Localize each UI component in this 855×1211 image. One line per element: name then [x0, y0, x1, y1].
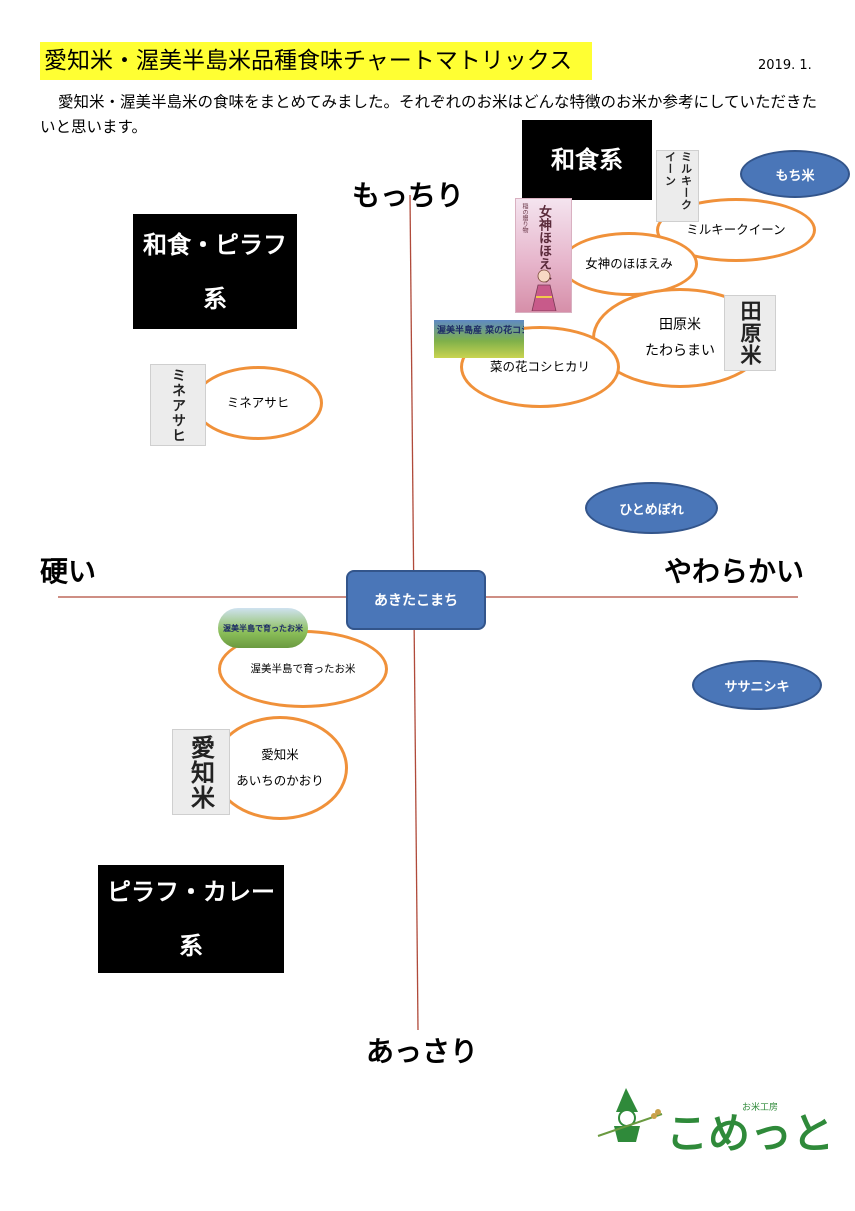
atsumi-banner-text: 渥美半島で育ったお米 [223, 623, 303, 633]
date-label: 2019. 1. [758, 58, 812, 73]
category-washoku-label: 和食系 [551, 146, 623, 174]
aichi-label-image: 愛知米 [172, 729, 230, 815]
category-washoku-pilaf-line1: 和食・ピラフ [143, 230, 287, 259]
category-washoku-pilaf-line2: 系 [203, 284, 227, 313]
category-pilaf-curry: ピラフ・カレー 系 [98, 865, 284, 973]
aichi-stamp-text: 愛知米 [186, 734, 216, 810]
megami-figure-icon [531, 269, 557, 311]
tahara-label-image: 田原米 [724, 295, 776, 371]
variety-milky-queen-label: ミルキークイーン [686, 222, 786, 237]
intro-text: 愛知米・渥美半島米の食味をまとめてみました。それぞれのお米はどんな特徴のお米か参… [40, 93, 818, 136]
axis-label-right: やわらかい [664, 555, 805, 588]
ref-akitakomachi-label: あきたこまち [374, 593, 458, 609]
milky-queen-label-image: ミルキークイーン [656, 150, 699, 222]
nanohana-label-image: 渥美半島産 菜の花コシヒカリ [434, 320, 524, 358]
variety-aichi-line1: 愛知米 [261, 747, 299, 762]
category-pilaf-curry-line1: ピラフ・カレー [107, 878, 275, 906]
variety-nanohana-label: 菜の花コシヒカリ [489, 359, 590, 374]
variety-mineasahi-label: ミネアサヒ [226, 395, 290, 410]
category-washoku-pilaf: 和食・ピラフ 系 [133, 214, 297, 329]
milky-queen-stamp-text: ミルキークイーン [663, 151, 693, 211]
megami-stamp-text: 女神ほほえみ [536, 205, 551, 283]
mineasahi-label-image: ミネアサヒ [150, 364, 206, 446]
variety-mineasahi: ミネアサヒ [193, 366, 323, 440]
logo-name: こめっと [666, 1109, 835, 1158]
axis-label-bottom: あっさり [366, 1035, 479, 1068]
atsumi-label-image: 渥美半島で育ったお米 [218, 608, 308, 648]
variety-megami: 女神のほほえみ [560, 232, 698, 296]
logo-sub: お米工房 [742, 1103, 779, 1113]
page-title: 愛知米・渥美半島米品種食味チャートマトリックス [40, 42, 592, 80]
variety-aichi: 愛知米 あいちのかおり [212, 716, 348, 820]
variety-tahara-line2: たわらまい [645, 343, 715, 359]
category-washoku: 和食系 [522, 120, 652, 200]
ref-mochi-label: もち米 [775, 168, 815, 184]
ref-sasanishiki-label: ササニシキ [724, 679, 790, 695]
axis-label-top: もっちり [352, 179, 465, 212]
megami-small-text: 稲の贈り物 [521, 203, 528, 233]
ref-hitomebore: ひとめぼれ [585, 482, 718, 534]
ref-sasanishiki: ササニシキ [692, 660, 822, 710]
ref-hitomebore-label: ひとめぼれ [619, 502, 684, 518]
nanohana-banner-text: 渥美半島産 菜の花コシヒカリ [437, 326, 524, 336]
variety-aichi-line2: あいちのかおり [236, 773, 324, 788]
variety-tahara-line1: 田原米 [659, 317, 701, 333]
ref-akitakomachi: あきたこまち [346, 570, 486, 630]
category-pilaf-curry-line2: 系 [179, 932, 203, 960]
logo: お米工房 こめっと [596, 1086, 834, 1158]
logo-character-icon [597, 1088, 663, 1142]
tahara-stamp-text: 田原米 [738, 300, 763, 366]
megami-label-image: 稲の贈り物 女神ほほえみ [515, 198, 572, 313]
variety-megami-label: 女神のほほえみ [585, 256, 673, 271]
axis-label-left: 硬い [40, 555, 97, 588]
mineasahi-stamp-text: ミネアサヒ [170, 367, 186, 443]
ref-mochi: もち米 [740, 150, 850, 198]
variety-atsumi-label: 渥美半島で育ったお米 [250, 663, 356, 675]
